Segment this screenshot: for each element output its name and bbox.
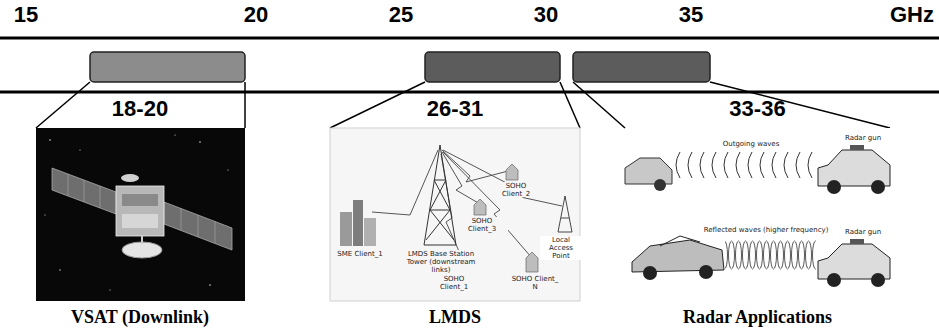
axis-unit: GHz	[890, 2, 934, 28]
axis-tick: 15	[14, 2, 38, 28]
wave-label: Reflected waves (higher frequency)	[700, 226, 832, 234]
frequency-panel: 18-20VSAT (Downlink)	[30, 96, 250, 330]
network-label: SOHO Client_3	[456, 217, 508, 233]
band-range: 18-20	[112, 96, 168, 122]
network-label: SOHO Client_2	[490, 182, 542, 198]
network-label: SOHO Client_ N	[508, 275, 562, 291]
device-label: Radar gun	[840, 228, 886, 236]
application-caption: LMDS	[429, 306, 481, 328]
axis-tick: 30	[534, 2, 558, 28]
device-label: Radar gun	[840, 134, 886, 142]
network-label: Local Access Point	[540, 236, 582, 260]
network-label: SME Client_1	[334, 250, 386, 258]
axis-tick: 35	[679, 2, 703, 28]
application-caption: Radar Applications	[683, 306, 832, 328]
frequency-panel: 26-31LMDS	[325, 96, 585, 330]
wave-label: Outgoing waves	[710, 140, 792, 148]
application-caption: VSAT (Downlink)	[71, 306, 209, 328]
network-label: LMDS Base Station Tower (downstream link…	[400, 250, 482, 274]
network-label: SOHO Client_1	[428, 275, 480, 291]
frequency-panel: 33-36Radar Applications	[620, 96, 895, 330]
band-range: 33-36	[729, 96, 785, 122]
axis-tick: 20	[244, 2, 268, 28]
band-range: 26-31	[427, 96, 483, 122]
axis-tick: 25	[389, 2, 413, 28]
